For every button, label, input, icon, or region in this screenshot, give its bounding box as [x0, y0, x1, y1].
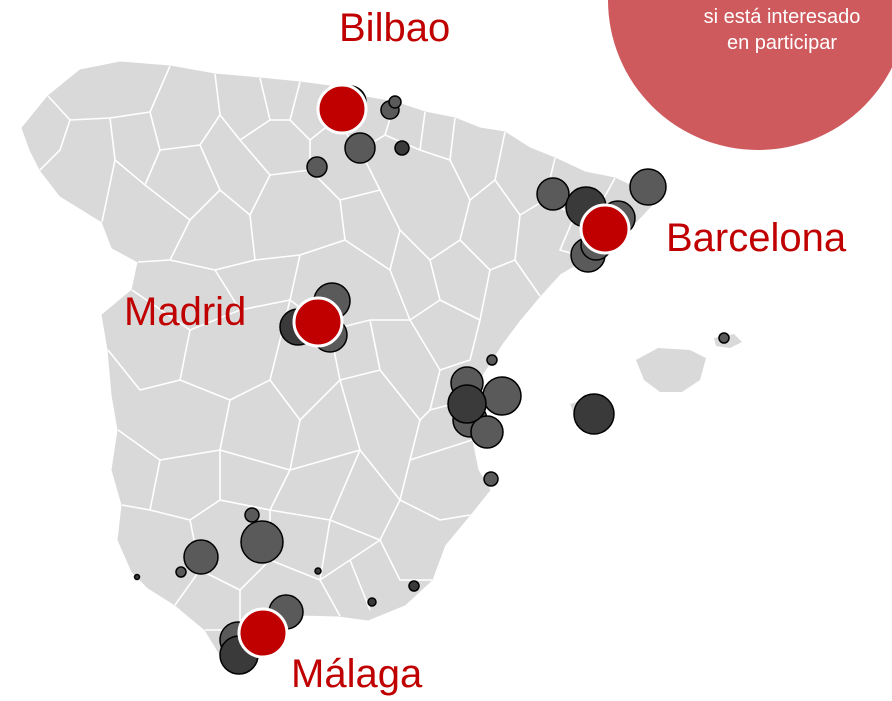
- bubble: [536, 177, 570, 211]
- bubble: [394, 140, 410, 156]
- bubble: [183, 539, 219, 575]
- bubble: [388, 95, 402, 109]
- bubble: [718, 332, 730, 344]
- bubble: [573, 393, 615, 435]
- bubble: [344, 132, 376, 164]
- bubble: [486, 354, 498, 366]
- barcelona-marker: [579, 203, 631, 255]
- city-label-madrid: Madrid: [124, 290, 247, 334]
- city-label-bilbao: Bilbao: [339, 6, 451, 50]
- province-borders: [39, 65, 616, 631]
- bubble: [629, 168, 667, 206]
- city-label-malaga: Málaga: [291, 652, 423, 696]
- bubble: [240, 520, 284, 564]
- mallorca-island: [636, 348, 706, 392]
- bubble: [470, 415, 504, 449]
- bubble: [367, 597, 377, 607]
- bubble: [408, 580, 420, 592]
- bubble: [133, 573, 141, 581]
- bilbao-marker: [316, 83, 368, 135]
- badge-line-1: si está interesado: [703, 6, 861, 28]
- malaga-marker: [237, 607, 289, 659]
- bubble: [447, 384, 487, 424]
- bubble: [483, 471, 499, 487]
- city-markers: [237, 83, 631, 659]
- bubble: [314, 567, 322, 575]
- madrid-marker: [292, 296, 344, 348]
- bubble: [306, 156, 328, 178]
- badge-line-2: en participar: [726, 32, 838, 54]
- bubble: [482, 376, 522, 416]
- bubble: [244, 507, 260, 523]
- city-label-barcelona: Barcelona: [666, 216, 847, 260]
- bubble: [175, 566, 187, 578]
- badge-text[interactable]: si está interesado en participar: [662, 4, 892, 56]
